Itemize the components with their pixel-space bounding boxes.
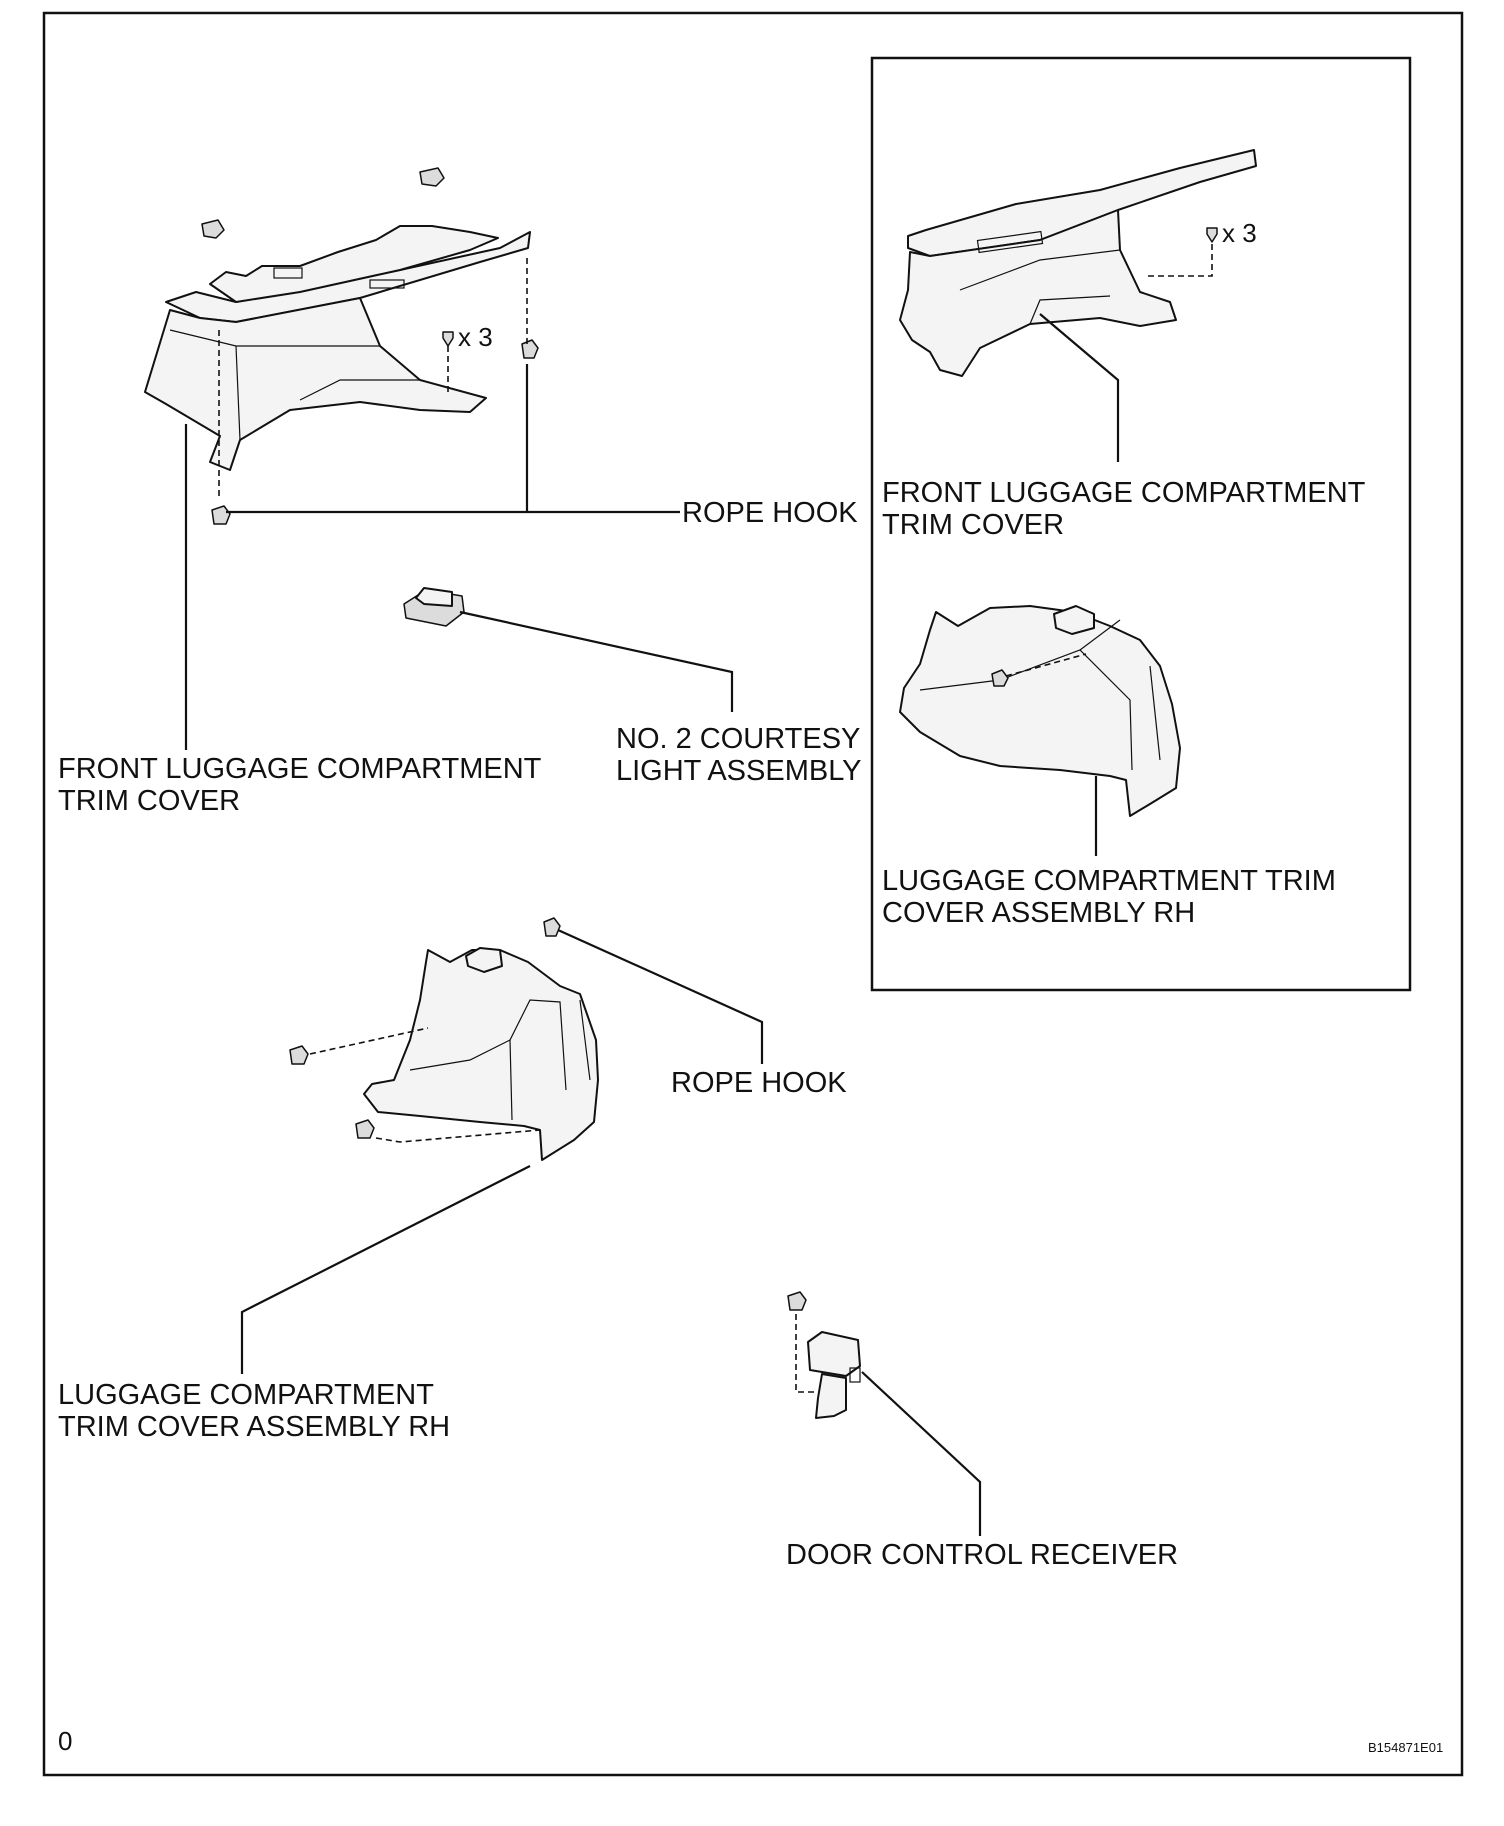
inset-rope-hook-clip-icon	[991, 669, 1009, 687]
leader-courtesy-light	[459, 610, 734, 712]
corner-mark: 0	[58, 1726, 72, 1756]
figure-code: B154871E01	[1368, 1740, 1443, 1755]
label-front-trim-right-line1: FRONT LUGGAGE COMPARTMENT	[882, 477, 1366, 509]
outer-frame	[42, 11, 1464, 1777]
leader-trim-rh-left	[240, 1165, 531, 1374]
label-trim-rh-right: LUGGAGE COMPARTMENT TRIM COVER ASSEMBLY …	[882, 865, 1344, 929]
label-door-receiver: DOOR CONTROL RECEIVER	[786, 1539, 1178, 1571]
rope-hook-clip-icon-lower-right	[543, 917, 561, 937]
clip-quantity-left: x 3	[458, 322, 493, 352]
leader-front-trim-right	[1039, 313, 1120, 462]
label-rope-hook-lower: ROPE HOOK	[671, 1067, 847, 1099]
clip-icon-lower-left-2	[355, 1119, 375, 1139]
door-receiver-drawing	[787, 1291, 861, 1419]
label-trim-rh-left: LUGGAGE COMPARTMENT TRIM COVER ASSEMBLY …	[58, 1379, 450, 1443]
clip-icon	[442, 331, 454, 347]
label-courtesy-light-line2: LIGHT ASSEMBLY	[616, 755, 862, 787]
leader-rope-hook-lower	[557, 928, 764, 1064]
inset-clip-icon	[1206, 227, 1218, 243]
label-front-trim-left: FRONT LUGGAGE COMPARTMENT TRIM COVER	[58, 753, 549, 817]
label-front-trim-left-line1: FRONT LUGGAGE COMPARTMENT	[58, 753, 542, 785]
inset-trim-rh-drawing	[899, 605, 1181, 817]
clip-icon-lower-left-1	[289, 1045, 309, 1065]
label-trim-rh-left-line2: TRIM COVER ASSEMBLY RH	[58, 1411, 450, 1443]
inset-front-trim-drawing	[899, 149, 1257, 377]
label-front-trim-right-line2: TRIM COVER	[882, 509, 1064, 541]
rope-hook-clip-icon	[521, 339, 539, 359]
leader-rope-hook-top	[226, 364, 680, 514]
courtesy-light-drawing	[403, 587, 465, 627]
rope-hook-clip-icon-lower	[211, 505, 231, 525]
label-courtesy-light: NO. 2 COURTESY LIGHT ASSEMBLY	[616, 723, 868, 787]
front-trim-cover-drawing	[144, 167, 531, 471]
trim-rh-drawing	[363, 947, 599, 1161]
label-trim-rh-right-line2: COVER ASSEMBLY RH	[882, 897, 1195, 929]
clip-quantity-right: x 3	[1222, 218, 1257, 248]
label-courtesy-light-line1: NO. 2 COURTESY	[616, 723, 860, 755]
inset-box	[870, 56, 1412, 992]
label-front-trim-left-line2: TRIM COVER	[58, 785, 240, 817]
leader-door-receiver	[861, 1371, 982, 1536]
label-rope-hook-top: ROPE HOOK	[682, 497, 858, 529]
label-front-trim-right: FRONT LUGGAGE COMPARTMENT TRIM COVER	[882, 477, 1373, 541]
label-trim-rh-right-line1: LUGGAGE COMPARTMENT TRIM	[882, 865, 1336, 897]
label-trim-rh-left-line1: LUGGAGE COMPARTMENT	[58, 1379, 434, 1411]
